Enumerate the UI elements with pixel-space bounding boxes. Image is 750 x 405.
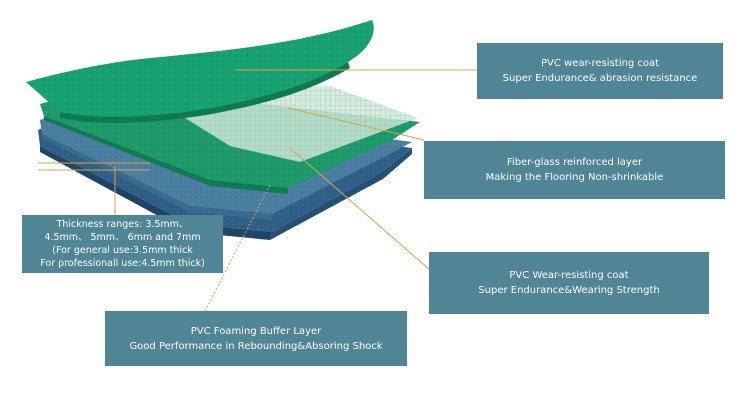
leader-line-fiber-glass	[287, 107, 425, 141]
label-foam-line-2: Good Performance in Rebounding&Absoring …	[129, 340, 383, 352]
label-thick-line-3: (For general use:3.5mm thick	[52, 245, 193, 256]
label-fiber-line-2: Making the Flooring Non-shrinkable	[485, 172, 664, 183]
top-wear-coat-layer	[26, 20, 374, 123]
label-top-coat-line-1: PVC wear-resisting coat	[540, 58, 660, 69]
label-fiber-glass-layer: Fiber-glass reinforced layer Making the …	[424, 141, 725, 199]
label-pvc-foaming-buffer: PVC Foaming Buffer Layer Good Performanc…	[105, 311, 407, 366]
label-wear-line-1: PVC Wear-resisting coat	[509, 270, 629, 281]
label-pvc-wear-resisting-coat: PVC wear-resisting coat Super Endurance&…	[477, 43, 723, 99]
leader-line-wear-coat	[289, 147, 431, 271]
label-top-coat-line-2: Super Endurance& abrasion resistance	[502, 73, 698, 84]
label-foam-line-1: PVC Foaming Buffer Layer	[190, 325, 322, 337]
label-thick-line-1: Thickness ranges: 3.5mm、	[56, 219, 189, 230]
label-thick-line-2: 4.5mm、 5mm、 6mm and 7mm	[44, 232, 201, 243]
label-thickness-ranges: Thickness ranges: 3.5mm、 4.5mm、 5mm、 6mm…	[22, 215, 223, 273]
label-thick-line-4: For professionall use:4.5mm thick)	[40, 258, 205, 269]
label-pvc-wear-coat: PVC Wear-resisting coat Super Endurance&…	[429, 252, 709, 314]
label-fiber-line-1: Fiber-glass reinforced layer	[506, 157, 643, 168]
leader-lines	[38, 69, 477, 312]
label-wear-line-2: Super Endurance&Wearing Strength	[478, 285, 660, 296]
